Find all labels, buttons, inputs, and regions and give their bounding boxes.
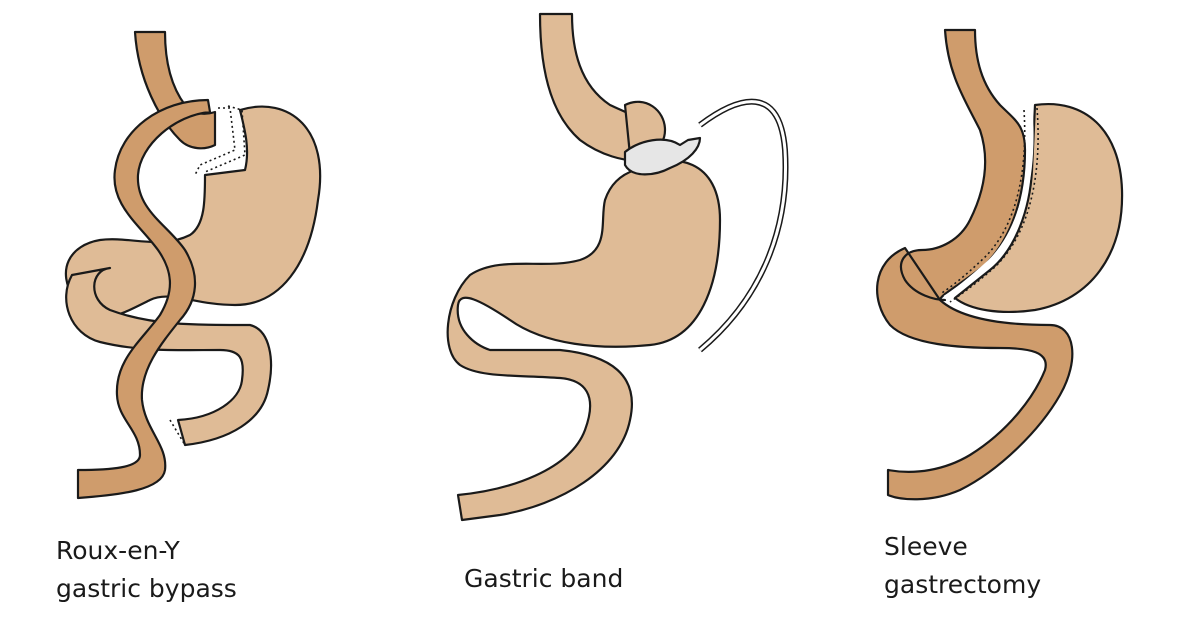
caption-line: Gastric band xyxy=(464,564,624,593)
sleeve-staple-line xyxy=(943,107,1034,301)
caption-sleeve-gastrectomy: Sleeve gastrectomy xyxy=(884,528,1041,604)
caption-line: Roux-en-Y xyxy=(56,536,180,565)
sleeve-and-intestine xyxy=(876,28,1074,501)
sleeve-gastrectomy-illustration xyxy=(876,28,1124,501)
caption-line: gastric bypass xyxy=(56,574,237,603)
esophagus xyxy=(133,30,217,150)
sleeve-staple-marks xyxy=(939,107,1039,303)
caption-gastric-band: Gastric band xyxy=(464,560,623,598)
stomach xyxy=(446,159,722,522)
roux-en-y-illustration xyxy=(64,30,322,500)
gastric-band-illustration xyxy=(446,12,789,522)
roux-limb xyxy=(76,98,212,500)
adjustable-band xyxy=(623,136,702,176)
caption-line: Sleeve xyxy=(884,532,968,561)
removed-stomach-portion xyxy=(953,102,1124,313)
caption-roux-en-y: Roux-en-Y gastric bypass xyxy=(56,532,237,608)
band-tubing-inner xyxy=(699,100,788,352)
caption-line: gastrectomy xyxy=(884,570,1042,599)
staple-line-pouch xyxy=(194,105,246,176)
